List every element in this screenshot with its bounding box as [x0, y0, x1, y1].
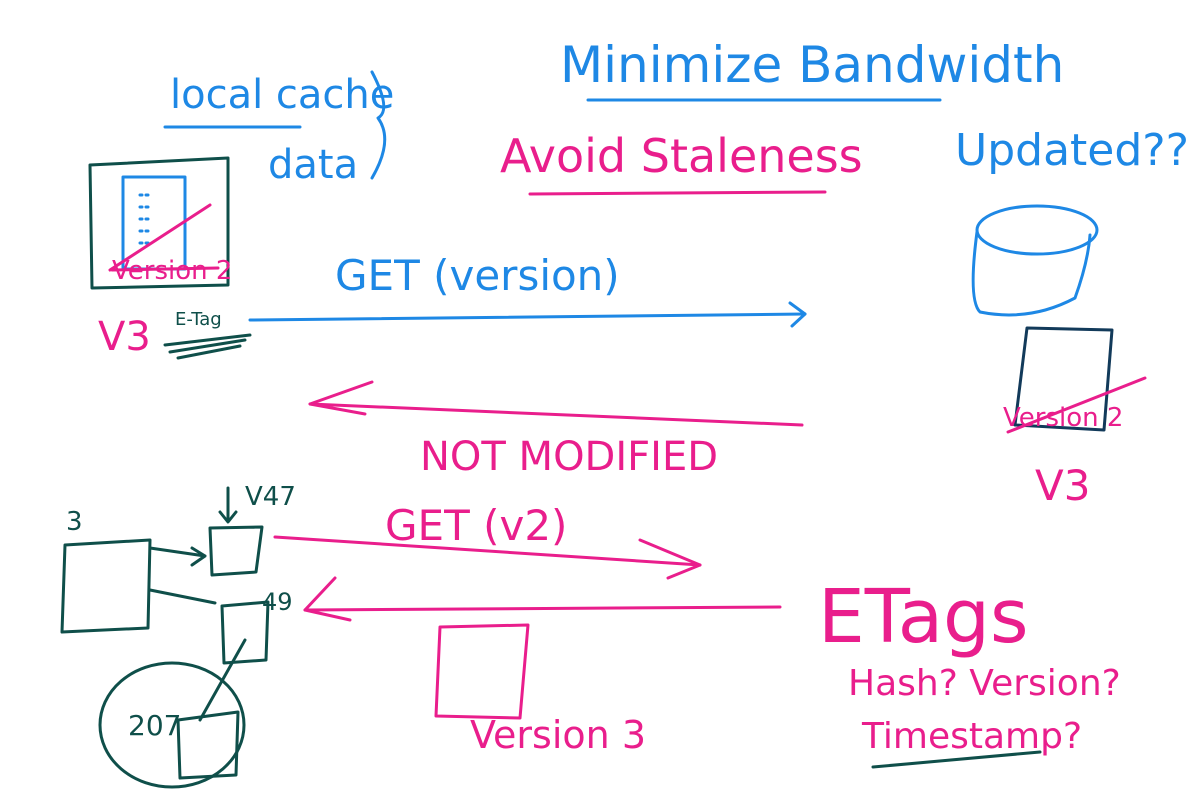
bottom-arrow-top [148, 546, 207, 567]
bottom-version-top: V47 [245, 482, 296, 512]
bottom-response-line [303, 605, 782, 612]
bottom-version-mid: 49 [262, 588, 293, 616]
bottom-circle-doc [176, 710, 240, 780]
server-database-icon [971, 204, 1099, 317]
server-question: Updated?? [955, 125, 1189, 176]
bottom-request-label: GET (v2) [385, 501, 567, 550]
etags-underline [871, 750, 1042, 769]
bottom-response-doc [434, 623, 530, 720]
request-arrow-head [788, 301, 807, 328]
client-strike-line [108, 203, 212, 272]
cache-label-line1: local cache [170, 72, 394, 118]
bottom-client-number: 3 [66, 507, 83, 537]
request-label: GET (version) [335, 251, 620, 300]
title-text: Minimize Bandwidth [560, 36, 1064, 94]
server-version-crossed: Version 2 [1003, 403, 1123, 433]
bottom-circle-number: 207 [128, 709, 181, 742]
etags-heading: ETags [818, 574, 1029, 660]
cache-label-brace [370, 70, 387, 180]
response-arrow-head [308, 380, 374, 416]
etags-options-line1: Hash? Version? [848, 663, 1121, 704]
bottom-client-box [60, 538, 152, 634]
bottom-response-head [303, 576, 352, 622]
client-version-new: V3 [98, 314, 151, 360]
etags-options-line2: Timestamp? [861, 716, 1082, 757]
subtitle-text: Avoid Staleness [500, 129, 863, 183]
server-document-box [1013, 326, 1114, 432]
bottom-arrow-mid [148, 588, 217, 605]
bottom-doc-top [208, 525, 264, 577]
response-label: NOT MODIFIED [420, 434, 718, 480]
bottom-doc-top-pointer [218, 486, 238, 524]
server-version-new: V3 [1035, 461, 1090, 510]
bottom-circle [98, 661, 246, 789]
etag-scribble [163, 333, 252, 360]
request-arrow-line [248, 312, 807, 322]
bottom-request-line [273, 535, 702, 567]
client-version-strike [110, 266, 220, 272]
response-arrow-line [308, 402, 804, 427]
cache-label-line2: data [268, 142, 358, 188]
subtitle-underline [528, 190, 827, 196]
server-version-strike [1006, 376, 1147, 434]
bottom-response-version: Version 3 [470, 713, 646, 757]
etag-label: E-Tag [175, 309, 222, 330]
bottom-request-head [638, 538, 702, 580]
bottom-doc-mid [220, 600, 270, 665]
